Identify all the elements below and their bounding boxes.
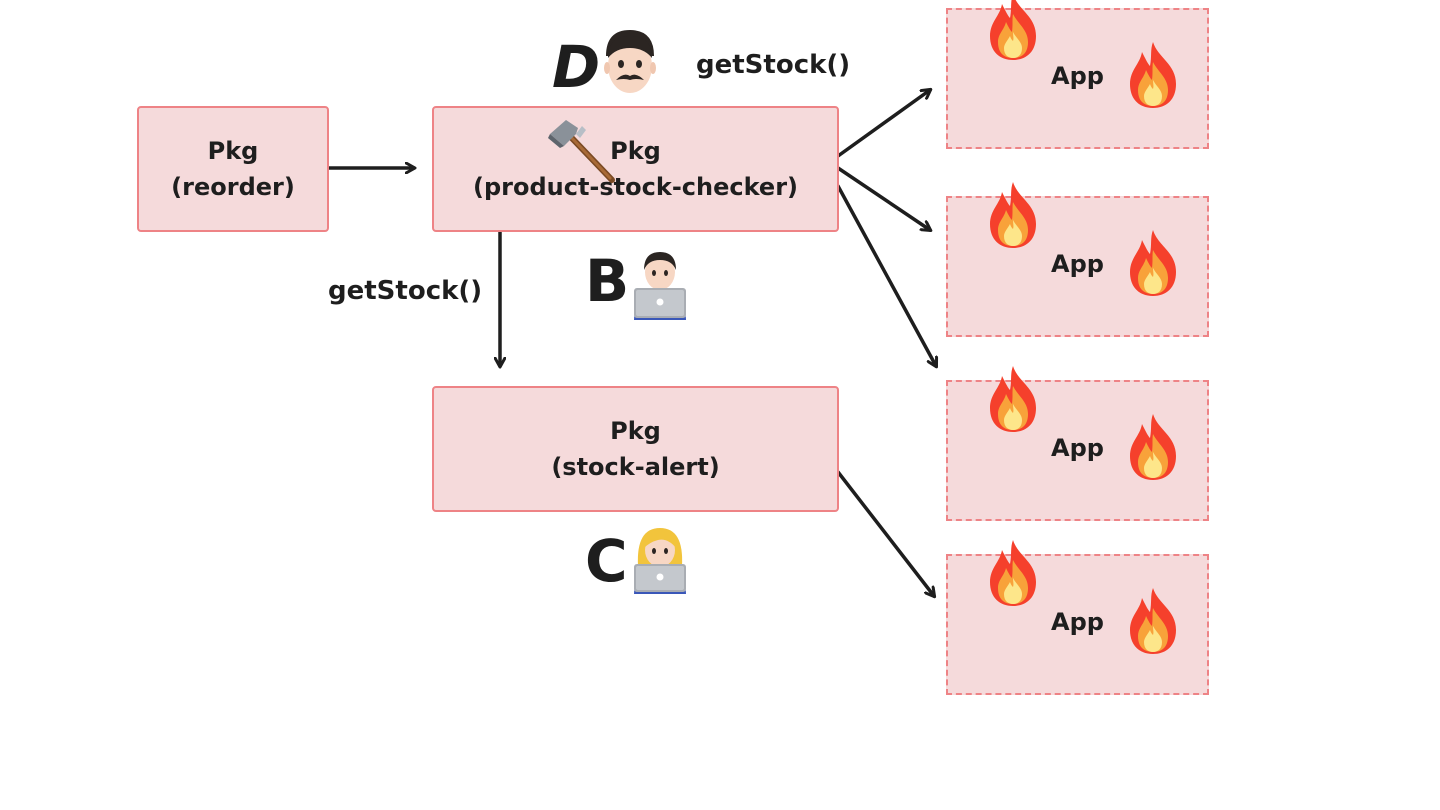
fire-icon bbox=[1130, 42, 1176, 108]
fire-icon bbox=[990, 540, 1036, 606]
developer-b-label: B bbox=[585, 247, 630, 315]
app-box: App bbox=[946, 182, 1209, 337]
package-name: (reorder) bbox=[171, 173, 295, 201]
app-label: App bbox=[1051, 434, 1104, 462]
man-technologist-icon bbox=[634, 252, 686, 320]
get-stock-call-label: getStock() bbox=[696, 50, 851, 80]
package-product-stock-checker: Pkg (product-stock-checker) bbox=[432, 106, 839, 232]
woman-technologist-icon bbox=[634, 528, 686, 594]
fire-icon bbox=[990, 182, 1036, 248]
package-name: (product-stock-checker) bbox=[472, 173, 798, 201]
developer-c-label: C bbox=[585, 527, 628, 595]
arrow-checker-to-app-2 bbox=[836, 166, 930, 230]
package-name: (stock-alert) bbox=[551, 453, 720, 481]
fire-icon bbox=[1130, 230, 1176, 296]
app-box: App bbox=[946, 0, 1209, 149]
mustache-man-icon bbox=[604, 30, 656, 93]
app-label: App bbox=[1051, 608, 1104, 636]
fire-icon bbox=[1130, 588, 1176, 654]
app-box: App bbox=[946, 540, 1209, 695]
arrow-alert-to-app-4 bbox=[836, 470, 934, 596]
arrow-checker-to-app-1 bbox=[836, 90, 930, 158]
package-stock-alert: Pkg (stock-alert) bbox=[432, 386, 839, 512]
get-stock-call-label: getStock() bbox=[328, 276, 483, 306]
fire-icon bbox=[990, 0, 1036, 60]
app-box: App bbox=[946, 366, 1209, 521]
developer-d-label: D bbox=[552, 33, 601, 101]
fire-icon bbox=[1130, 414, 1176, 480]
app-label: App bbox=[1051, 62, 1104, 90]
app-label: App bbox=[1051, 250, 1104, 278]
fire-icon bbox=[990, 366, 1036, 432]
package-title: Pkg bbox=[610, 137, 661, 165]
package-reorder: Pkg (reorder) bbox=[137, 106, 329, 232]
package-title: Pkg bbox=[207, 137, 259, 165]
package-title: Pkg bbox=[610, 417, 661, 445]
hammer-icon bbox=[548, 120, 615, 183]
arrow-checker-to-app-3 bbox=[836, 184, 936, 366]
